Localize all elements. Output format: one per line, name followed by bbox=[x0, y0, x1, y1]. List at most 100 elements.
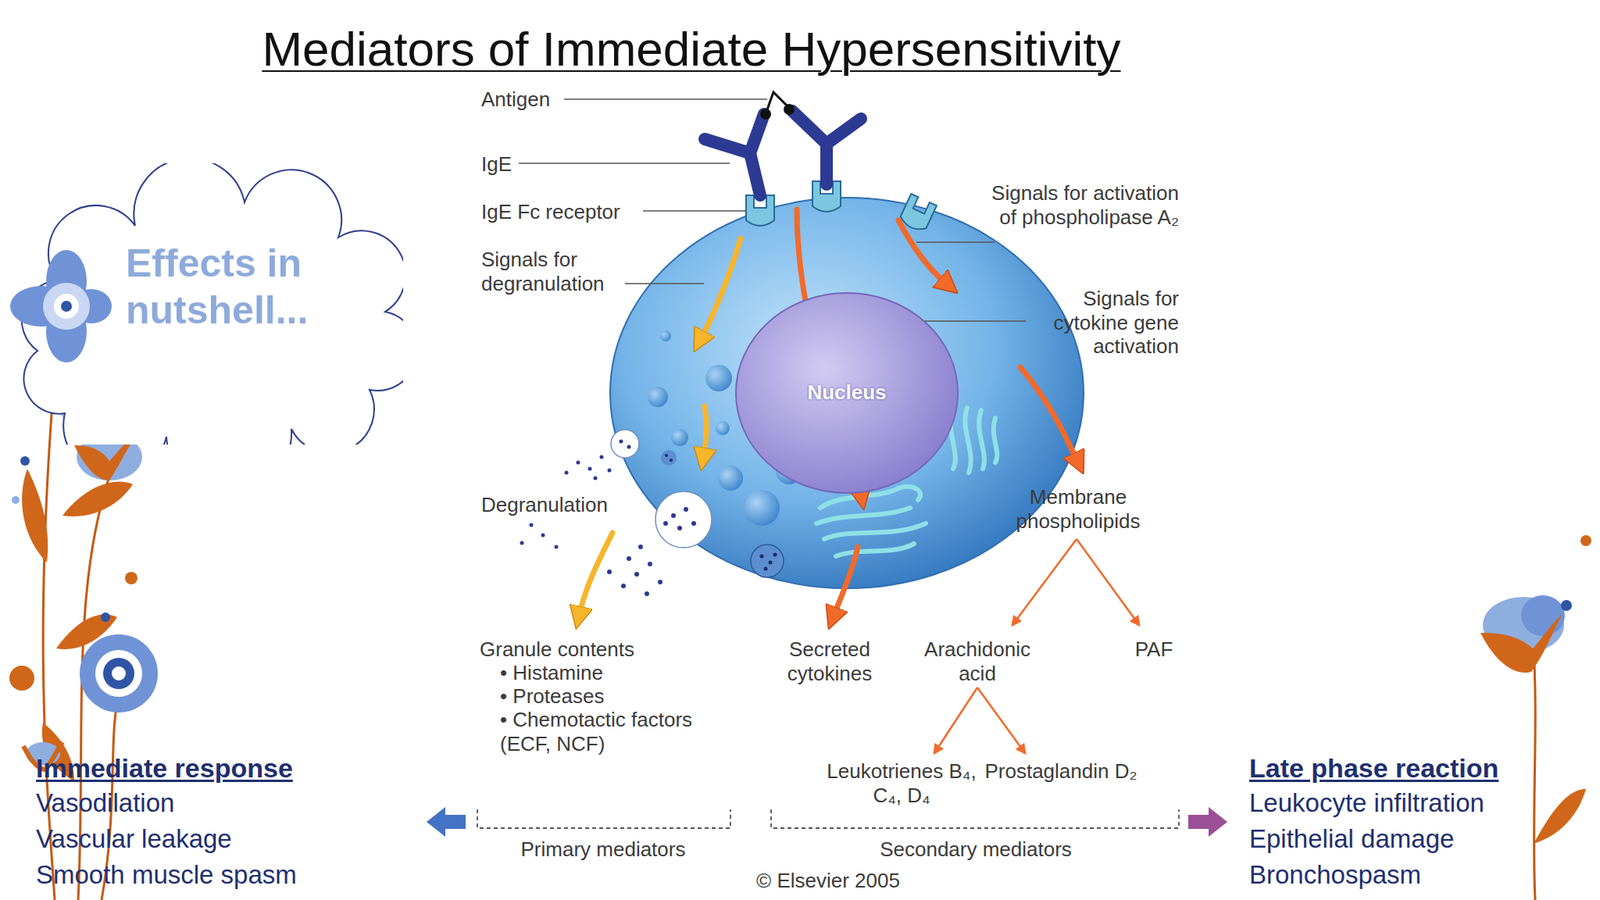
mediator-label: Secreted cytokines bbox=[771, 637, 889, 686]
granule bbox=[647, 386, 668, 408]
brackets bbox=[477, 809, 1179, 829]
nucleus-label: Nucleus bbox=[734, 380, 960, 405]
leader-line bbox=[642, 210, 747, 212]
ige-arm bbox=[826, 118, 861, 144]
bracket-label: Primary mediators bbox=[493, 837, 713, 862]
petal bbox=[46, 300, 87, 363]
decor-dot bbox=[1560, 600, 1572, 611]
part-label: IgE bbox=[481, 152, 638, 177]
mast-cell bbox=[610, 197, 1084, 589]
branch-arrow bbox=[1012, 539, 1077, 625]
ige-arm bbox=[792, 110, 827, 144]
granule-dot bbox=[773, 553, 778, 558]
mediator-item: • Chemotactic factors (ECF, NCF) bbox=[500, 707, 744, 756]
granule bbox=[705, 364, 733, 392]
signal-label: Signals for degranulation bbox=[481, 247, 630, 296]
flower-ring bbox=[95, 650, 143, 697]
mediator-label: Leukotrienes B₄, C₄, D₄ bbox=[823, 759, 980, 808]
granule-dot bbox=[664, 453, 668, 458]
granule bbox=[660, 450, 677, 466]
process-label: Membrane phospholipids bbox=[992, 485, 1165, 533]
mediator-item: • Proteases bbox=[500, 684, 735, 709]
signal-arrows bbox=[579, 209, 1077, 615]
mediator-dot bbox=[529, 523, 534, 528]
ige-antibodies bbox=[704, 110, 861, 196]
flower-center bbox=[53, 293, 79, 319]
ige-fc-receptors bbox=[746, 181, 937, 234]
mediator-dot bbox=[593, 476, 598, 481]
leader-line bbox=[625, 282, 704, 285]
effect-item: Bronchospasm bbox=[1249, 860, 1593, 891]
mediator-dot bbox=[627, 445, 632, 450]
flower-stem bbox=[1532, 636, 1536, 900]
process-label: Degranulation bbox=[481, 492, 685, 518]
antigen-epitope bbox=[783, 103, 795, 115]
copyright-note: © Elsevier 2005 bbox=[718, 868, 938, 893]
granule bbox=[750, 544, 784, 578]
leader-line bbox=[916, 241, 995, 243]
petal bbox=[10, 285, 73, 327]
mediator-heading: Granule contents bbox=[479, 637, 715, 662]
decor-dot bbox=[9, 665, 35, 691]
mediator-dot bbox=[554, 545, 559, 550]
flower-center bbox=[60, 300, 72, 312]
mediator-dot bbox=[638, 544, 643, 550]
mediator-label: Prostaglandin D₂ bbox=[982, 759, 1140, 784]
mediator-dot bbox=[576, 460, 581, 465]
mediator-dot bbox=[619, 439, 624, 444]
branch-arrow bbox=[977, 687, 1025, 754]
cytokine-secretion-arrow bbox=[834, 546, 858, 615]
part-label: Antigen bbox=[481, 87, 716, 112]
mediator-dot bbox=[600, 455, 604, 460]
decor-dot bbox=[11, 496, 20, 504]
granule bbox=[671, 428, 689, 447]
er-fold bbox=[964, 407, 971, 473]
decor-dot bbox=[125, 571, 138, 585]
petal bbox=[1480, 613, 1563, 673]
ige-arm bbox=[704, 139, 750, 154]
degranulation-arrow bbox=[703, 406, 707, 455]
decor-dot bbox=[1580, 535, 1592, 547]
part-label: IgE Fc receptor bbox=[481, 200, 685, 225]
er-fold bbox=[835, 543, 915, 557]
mediator-dot bbox=[647, 561, 653, 567]
mediator-dot bbox=[657, 579, 663, 585]
flower-center bbox=[103, 657, 135, 690]
membrane-arrow bbox=[1020, 367, 1077, 460]
leaf bbox=[62, 481, 133, 517]
primary-bracket bbox=[477, 809, 731, 829]
mediator-dot bbox=[520, 541, 525, 546]
signal-label: Signals for activation of phospholipase … bbox=[987, 181, 1179, 229]
antigen-shape bbox=[760, 92, 795, 120]
granule-dot bbox=[764, 567, 768, 572]
leader-line bbox=[518, 162, 730, 165]
flower-center bbox=[111, 666, 126, 681]
leaf bbox=[21, 468, 48, 563]
petal bbox=[46, 250, 87, 313]
ige-arm bbox=[750, 114, 765, 154]
er-fold bbox=[816, 507, 911, 524]
decor-dot bbox=[20, 456, 30, 466]
mediator-dot bbox=[644, 591, 650, 597]
mediator-dot bbox=[621, 583, 626, 589]
mediator-item: • Histamine bbox=[500, 660, 735, 686]
cloud-flower bbox=[10, 250, 112, 363]
ring-flower bbox=[79, 634, 158, 713]
mediator-dot bbox=[588, 467, 593, 472]
bracket-label: Secondary mediators bbox=[858, 837, 1093, 862]
granule-dot bbox=[768, 560, 773, 565]
mediator-dot bbox=[626, 556, 632, 561]
granule bbox=[717, 465, 743, 491]
mediator-dot bbox=[634, 571, 640, 577]
ige-stem bbox=[750, 153, 761, 196]
branch-arrow bbox=[1076, 539, 1140, 625]
vesicle bbox=[610, 429, 640, 458]
flower-center bbox=[42, 282, 90, 330]
mediator-dot bbox=[691, 521, 697, 526]
er-fold bbox=[978, 410, 985, 469]
effect-item: Vascular leakage bbox=[35, 824, 365, 855]
mediator-dot bbox=[541, 533, 546, 538]
granule bbox=[660, 330, 672, 342]
